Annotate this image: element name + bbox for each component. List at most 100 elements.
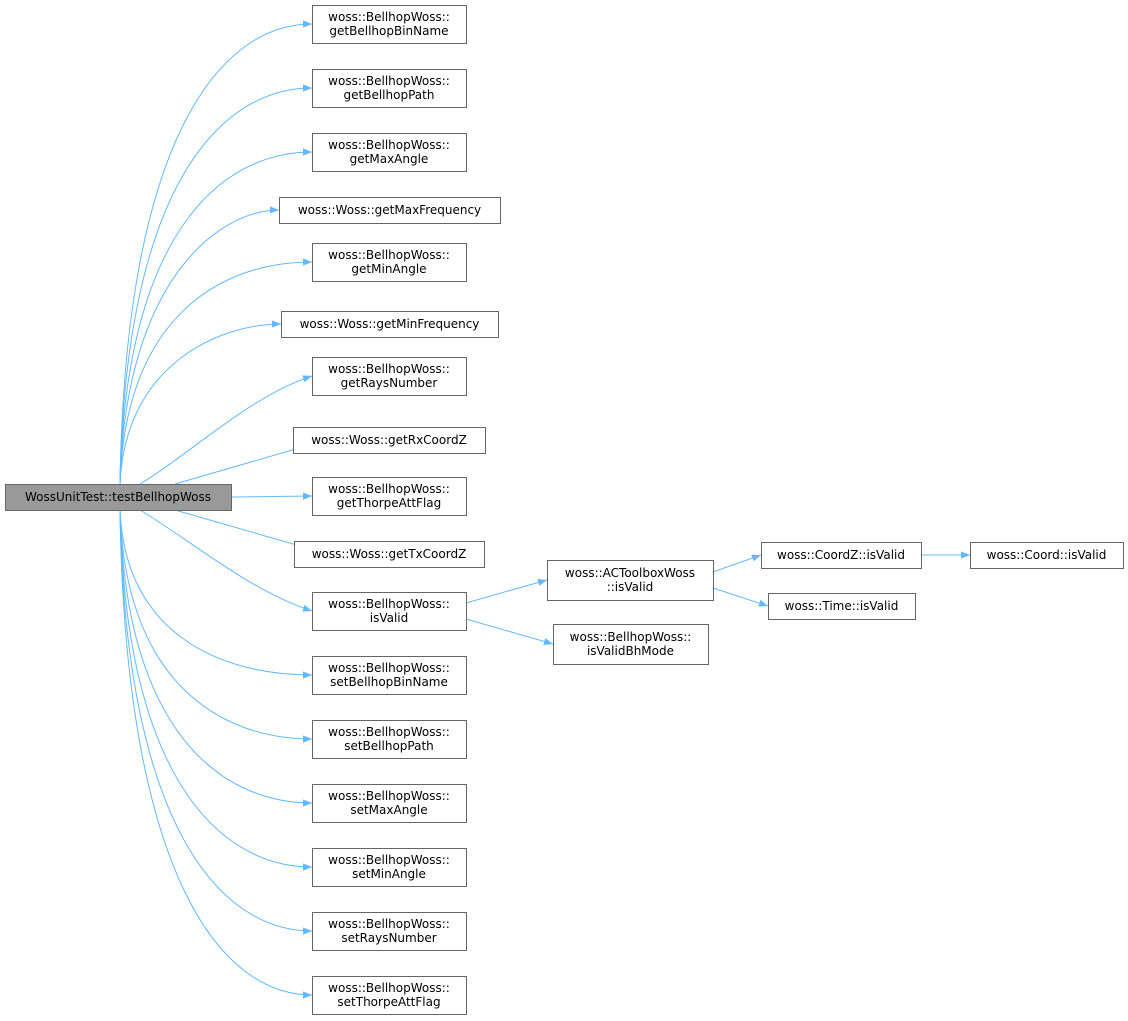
node-getBellhopBinName[interactable]: woss::BellhopWoss::getBellhopBinName <box>312 5 467 44</box>
node-label: woss::BellhopWoss:: <box>328 789 450 803</box>
node-label: getThorpeAttFlag <box>337 496 442 510</box>
node-box <box>312 243 467 282</box>
node-getMaxFrequency[interactable]: woss::Woss::getMaxFrequency <box>279 197 501 224</box>
edge-root-to-setBellhopBinName <box>119 509 313 679</box>
edge-root-to-getRxCoordZ <box>174 443 314 485</box>
node-label: getMaxAngle <box>350 152 429 166</box>
node-label: woss::CoordZ::isValid <box>777 548 905 562</box>
node-setBellhopBinName[interactable]: woss::BellhopWoss::setBellhopBinName <box>312 656 467 695</box>
nodes: WossUnitTest::testBellhopWosswoss::Bellh… <box>5 5 1124 1015</box>
edge-root-to-getThorpeAttFlag <box>230 492 313 500</box>
node-label: setRaysNumber <box>341 931 436 945</box>
edge-root-to-getBellhopBinName <box>119 20 313 485</box>
node-label: setMinAngle <box>352 867 426 881</box>
node-getMinFrequency[interactable]: woss::Woss::getMinFrequency <box>281 311 499 338</box>
node-label: woss::BellhopWoss:: <box>328 10 450 24</box>
node-label: woss::ACToolboxWoss <box>565 566 695 580</box>
node-box <box>312 477 467 516</box>
node-box <box>312 784 467 823</box>
node-getTxCoordZ[interactable]: woss::Woss::getTxCoordZ <box>294 541 485 568</box>
node-label: woss::Woss::getMinFrequency <box>300 317 480 331</box>
node-getThorpeAttFlag[interactable]: woss::BellhopWoss::getThorpeAttFlag <box>312 477 467 516</box>
node-label: woss::BellhopWoss:: <box>328 981 450 995</box>
node-box <box>312 592 467 631</box>
node-label: woss::BellhopWoss:: <box>328 74 450 88</box>
edges <box>119 20 970 999</box>
node-label: setBellhopPath <box>344 739 434 753</box>
node-label: woss::Woss::getTxCoordZ <box>312 547 467 561</box>
node-box <box>294 541 485 568</box>
node-getBellhopPath[interactable]: woss::BellhopWoss::getBellhopPath <box>312 69 467 108</box>
node-box <box>312 848 467 887</box>
edge-root-to-getMinFrequency <box>119 320 282 485</box>
node-isValidBhMode[interactable]: woss::BellhopWoss::isValidBhMode <box>553 624 709 665</box>
node-label: woss::BellhopWoss:: <box>328 248 450 262</box>
node-box <box>761 542 922 569</box>
node-label: woss::Woss::getRxCoordZ <box>311 433 467 447</box>
edge-acIsValid-to-coordZIsValid <box>712 554 762 573</box>
node-label: getMinAngle <box>351 262 426 276</box>
node-label: woss::BellhopWoss:: <box>328 482 450 496</box>
node-label: setThorpeAttFlag <box>337 995 440 1009</box>
node-label: setMaxAngle <box>350 803 427 817</box>
node-box <box>312 5 467 44</box>
node-coordZIsValid[interactable]: woss::CoordZ::isValid <box>761 542 922 569</box>
edge-root-to-setMinAngle <box>119 509 313 871</box>
node-label: woss::BellhopWoss:: <box>328 661 450 675</box>
node-label: woss::BellhopWoss:: <box>328 725 450 739</box>
node-setRaysNumber[interactable]: woss::BellhopWoss::setRaysNumber <box>312 912 467 951</box>
node-label: woss::Time::isValid <box>785 599 899 613</box>
node-getMinAngle[interactable]: woss::BellhopWoss::getMinAngle <box>312 243 467 282</box>
node-box <box>5 484 232 511</box>
node-setThorpeAttFlag[interactable]: woss::BellhopWoss::setThorpeAttFlag <box>312 976 467 1015</box>
node-label: WossUnitTest::testBellhopWoss <box>25 490 211 504</box>
edge-root-to-getTxCoordZ <box>174 509 315 551</box>
edge-root-to-getBellhopPath <box>119 84 313 485</box>
edge-root-to-setBellhopPath <box>119 509 313 743</box>
node-box <box>312 720 467 759</box>
edge-root-to-getMaxFrequency <box>119 206 280 485</box>
node-timeIsValid[interactable]: woss::Time::isValid <box>768 593 916 620</box>
node-box <box>312 912 467 951</box>
edge-root-to-getMinAngle <box>119 258 313 485</box>
edge-root-to-getMaxAngle <box>119 148 313 485</box>
node-root[interactable]: WossUnitTest::testBellhopWoss <box>5 484 232 511</box>
node-box <box>768 593 916 620</box>
edge-acIsValid-to-timeIsValid <box>712 587 769 607</box>
node-setBellhopPath[interactable]: woss::BellhopWoss::setBellhopPath <box>312 720 467 759</box>
edge-isValid-to-acIsValid <box>465 578 548 604</box>
node-label: woss::Woss::getMaxFrequency <box>298 203 481 217</box>
node-label: woss::BellhopWoss:: <box>570 630 692 644</box>
node-box <box>547 560 714 601</box>
node-label: woss::BellhopWoss:: <box>328 597 450 611</box>
node-getMaxAngle[interactable]: woss::BellhopWoss::getMaxAngle <box>312 133 467 172</box>
node-label: getBellhopBinName <box>329 24 448 38</box>
node-label: woss::BellhopWoss:: <box>328 853 450 867</box>
edge-root-to-isValid <box>139 509 313 612</box>
edge-root-to-getRaysNumber <box>139 375 313 485</box>
node-setMaxAngle[interactable]: woss::BellhopWoss::setMaxAngle <box>312 784 467 823</box>
node-box <box>293 427 486 454</box>
edge-isValid-to-isValidBhMode <box>465 618 554 645</box>
node-label: setBellhopBinName <box>330 675 448 689</box>
node-getRaysNumber[interactable]: woss::BellhopWoss::getRaysNumber <box>312 357 467 396</box>
edge-root-to-setMaxAngle <box>119 509 313 807</box>
node-label: getRaysNumber <box>341 376 438 390</box>
node-label: woss::BellhopWoss:: <box>328 917 450 931</box>
node-box <box>281 311 499 338</box>
node-getRxCoordZ[interactable]: woss::Woss::getRxCoordZ <box>293 427 486 454</box>
node-box <box>312 656 467 695</box>
node-box <box>970 542 1124 569</box>
node-box <box>553 624 709 665</box>
node-setMinAngle[interactable]: woss::BellhopWoss::setMinAngle <box>312 848 467 887</box>
node-box <box>279 197 501 224</box>
node-isValid[interactable]: woss::BellhopWoss::isValid <box>312 592 467 631</box>
node-label: ::isValid <box>607 580 654 594</box>
node-label: woss::Coord::isValid <box>987 548 1107 562</box>
node-label: isValidBhMode <box>587 644 674 658</box>
node-acIsValid[interactable]: woss::ACToolboxWoss::isValid <box>547 560 714 601</box>
node-coordIsValid[interactable]: woss::Coord::isValid <box>970 542 1124 569</box>
node-label: isValid <box>370 611 409 625</box>
edge-root-to-setThorpeAttFlag <box>119 509 313 999</box>
